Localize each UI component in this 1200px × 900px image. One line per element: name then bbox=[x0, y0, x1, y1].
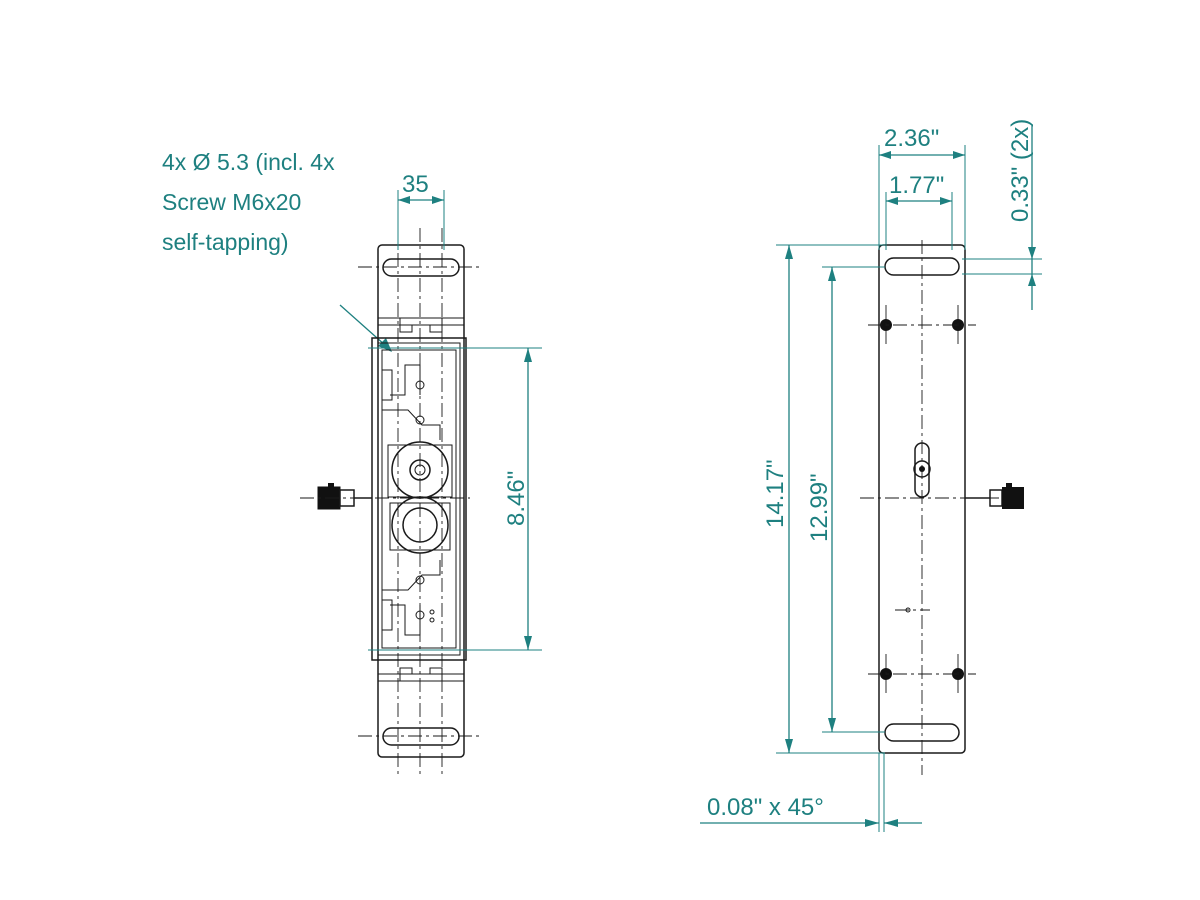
dim-0-33-arrow-bottom bbox=[1028, 274, 1036, 286]
note-line-1: 4x Ø 5.3 (incl. 4x bbox=[162, 149, 335, 175]
front-lower-disc-frame bbox=[389, 502, 451, 551]
front-housing-outer bbox=[371, 337, 467, 661]
dim-12-99-arrow-top bbox=[828, 267, 836, 281]
dim-2-36-label: 2.36" bbox=[884, 125, 939, 152]
dim-35-arrow-right bbox=[432, 196, 444, 204]
dim-8-46-label: 8.46" bbox=[503, 471, 530, 526]
front-upper-disc-frame bbox=[387, 444, 453, 498]
dim-2-36-arrow-right bbox=[953, 151, 965, 159]
dim-1-77-arrow-right bbox=[940, 197, 952, 205]
mounting-note: 4x Ø 5.3 (incl. 4x Screw M6x20 self-tapp… bbox=[162, 149, 392, 352]
note-line-3: self-tapping) bbox=[162, 229, 289, 255]
dim-chamfer-arrow-right bbox=[884, 819, 898, 827]
front-housing-inner bbox=[377, 342, 461, 656]
side-keyhole-slot bbox=[914, 442, 930, 498]
dim-1-77-label: 1.77" bbox=[889, 172, 944, 199]
front-housing-wall bbox=[381, 349, 457, 649]
dim-chamfer: 0.08" x 45° bbox=[700, 753, 922, 832]
front-view: 35 8.46" bbox=[300, 171, 542, 775]
dim-12-99-arrow-bottom bbox=[828, 718, 836, 732]
dim-35: 35 bbox=[397, 171, 445, 250]
front-dot-2 bbox=[429, 617, 435, 623]
front-connector-latch bbox=[328, 483, 334, 487]
front-bottom-profile bbox=[378, 667, 464, 682]
front-internal-ribs bbox=[390, 364, 421, 636]
dim-2-36: 2.36" bbox=[878, 125, 966, 250]
dim-0-33-arrow-top bbox=[1028, 247, 1036, 259]
dim-chamfer-label: 0.08" x 45° bbox=[707, 794, 824, 821]
dim-8-46-arrow-top bbox=[524, 348, 532, 362]
side-connector-latch bbox=[1006, 483, 1012, 487]
front-top-profile bbox=[378, 317, 464, 333]
front-side-clips bbox=[382, 369, 393, 631]
dim-0-33-label: 0.33" (2x) bbox=[1007, 119, 1034, 222]
side-view: 2.36" 1.77" 0.33" (2x) 14.17 bbox=[700, 119, 1042, 832]
dim-14-17-label: 14.17" bbox=[762, 459, 789, 528]
dim-35-label: 35 bbox=[402, 171, 429, 198]
front-top-slot bbox=[382, 258, 460, 277]
dim-8-46: 8.46" bbox=[368, 347, 542, 651]
front-bracket-outline bbox=[377, 244, 465, 758]
dim-12-99: 12.99" bbox=[806, 266, 885, 733]
dim-chamfer-arrow-left bbox=[865, 819, 879, 827]
front-dot-1 bbox=[429, 609, 435, 615]
dim-1-77-arrow-left bbox=[886, 197, 898, 205]
front-internal-channels bbox=[382, 409, 441, 591]
dim-12-99-label: 12.99" bbox=[806, 473, 833, 542]
dim-0-33: 0.33" (2x) bbox=[962, 119, 1042, 310]
dim-14-17-arrow-top bbox=[785, 245, 793, 259]
dim-14-17: 14.17" bbox=[762, 244, 885, 754]
side-connector-body bbox=[1002, 487, 1024, 509]
front-bottom-slot bbox=[382, 727, 460, 746]
note-line-2: Screw M6x20 bbox=[162, 189, 301, 215]
dim-1-77: 1.77" bbox=[885, 172, 953, 250]
dim-35-arrow-left bbox=[398, 196, 410, 204]
dim-2-36-arrow-left bbox=[879, 151, 891, 159]
dim-8-46-arrow-bottom bbox=[524, 636, 532, 650]
dim-14-17-arrow-bottom bbox=[785, 739, 793, 753]
